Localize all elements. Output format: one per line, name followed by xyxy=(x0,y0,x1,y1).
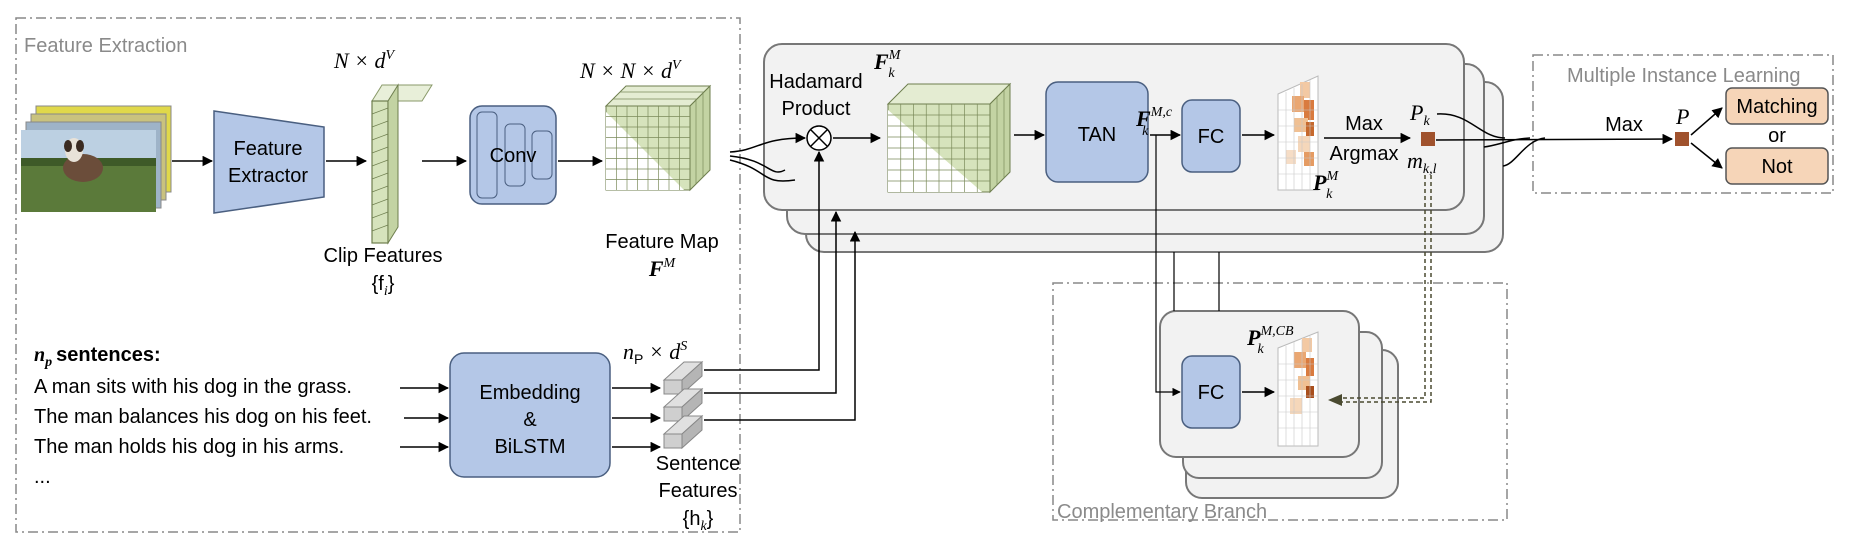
clip-dim-label: N × dV xyxy=(333,48,396,73)
mkl-label: mk,l xyxy=(1407,148,1437,177)
fc-label: FC xyxy=(1198,126,1225,148)
fc-block xyxy=(1181,99,1241,173)
matching-output xyxy=(1725,87,1829,125)
cb-fc-block xyxy=(1181,355,1241,429)
video-frame-image xyxy=(21,130,156,212)
mil-label: Multiple Instance Learning xyxy=(1567,65,1800,87)
clip-features-label: Clip Features xyxy=(324,245,443,267)
matching-label: Matching xyxy=(1736,96,1817,118)
complementary-label: Complementary Branch xyxy=(1057,501,1267,523)
hadamard-product-icon xyxy=(806,125,832,151)
embedding-arrows xyxy=(612,382,662,453)
feature-map-label: Feature Map xyxy=(605,231,718,253)
conv-block: Conv xyxy=(469,105,557,205)
sentence-features-label-1: Sentence xyxy=(656,453,741,475)
feature-map-symbol: FM xyxy=(648,256,677,281)
clip-features-set: {fi} xyxy=(372,273,395,299)
embedding-label-1: Embedding xyxy=(479,382,580,404)
max-label: Max xyxy=(1345,113,1383,135)
feature-map-cube xyxy=(604,84,712,192)
sentence-1: A man sits with his dog in the grass. xyxy=(34,376,352,398)
feature-extractor-block xyxy=(213,110,325,214)
feature-extractor-label-2: Extractor xyxy=(228,165,308,187)
sentence-features-set: {hk} xyxy=(683,508,714,534)
tan-block xyxy=(1045,81,1149,183)
embedding-label-3: BiLSTM xyxy=(494,436,565,458)
fm-to-panels-arrows xyxy=(729,132,882,182)
feature-extraction-label: Feature Extraction xyxy=(24,35,187,57)
pk-marker xyxy=(1421,132,1435,146)
tan-label: TAN xyxy=(1078,124,1117,146)
pkm-heatmap xyxy=(1277,75,1319,191)
clip-features-bar xyxy=(371,83,433,245)
panels-to-mil-lines xyxy=(1435,113,1674,167)
hadamard-label-1: Hadamard xyxy=(769,71,862,93)
feature-extraction-region xyxy=(15,17,741,533)
mil-max-label: Max xyxy=(1605,114,1643,136)
cb-heatmap xyxy=(1277,331,1319,447)
dashed-arrowhead xyxy=(1328,394,1342,406)
or-label: or xyxy=(1768,125,1786,147)
output-arrows xyxy=(1690,107,1723,169)
sentence-features-label-2: Features xyxy=(659,480,738,502)
pk-label: Pk xyxy=(1409,100,1430,129)
sentence-2: The man balances his dog on his feet. xyxy=(34,406,372,428)
svg-text:Conv: Conv xyxy=(490,145,537,167)
panel-to-cb-lines xyxy=(1155,135,1220,397)
argmax-label: Argmax xyxy=(1330,143,1399,165)
sentence-3: The man holds his dog in his arms. xyxy=(34,436,344,458)
not-output xyxy=(1725,147,1829,185)
sentence-to-hadamard-lines xyxy=(704,150,861,421)
feature-map-dim: N × N × dV xyxy=(579,58,682,83)
fkm-cube xyxy=(886,82,1012,194)
complementary-region xyxy=(1052,282,1508,521)
sentence-feature-blocks xyxy=(662,360,704,450)
sentence-arrows xyxy=(400,382,450,453)
sentence-ellipsis: ... xyxy=(34,466,51,488)
hadamard-label-2: Product xyxy=(782,98,851,120)
not-label: Not xyxy=(1761,156,1793,178)
p-label: P xyxy=(1675,104,1689,129)
embedding-label-2: & xyxy=(523,409,537,431)
p-marker xyxy=(1675,132,1689,146)
embedding-bilstm-block xyxy=(449,352,611,478)
video-frames xyxy=(21,105,172,212)
sentence-dim: nP × dS xyxy=(623,339,687,367)
feature-extractor-label-1: Feature xyxy=(234,138,303,160)
mkl-to-cb-dashed xyxy=(1336,175,1432,403)
cb-fc-label: FC xyxy=(1198,382,1225,404)
mil-region xyxy=(1532,54,1834,194)
